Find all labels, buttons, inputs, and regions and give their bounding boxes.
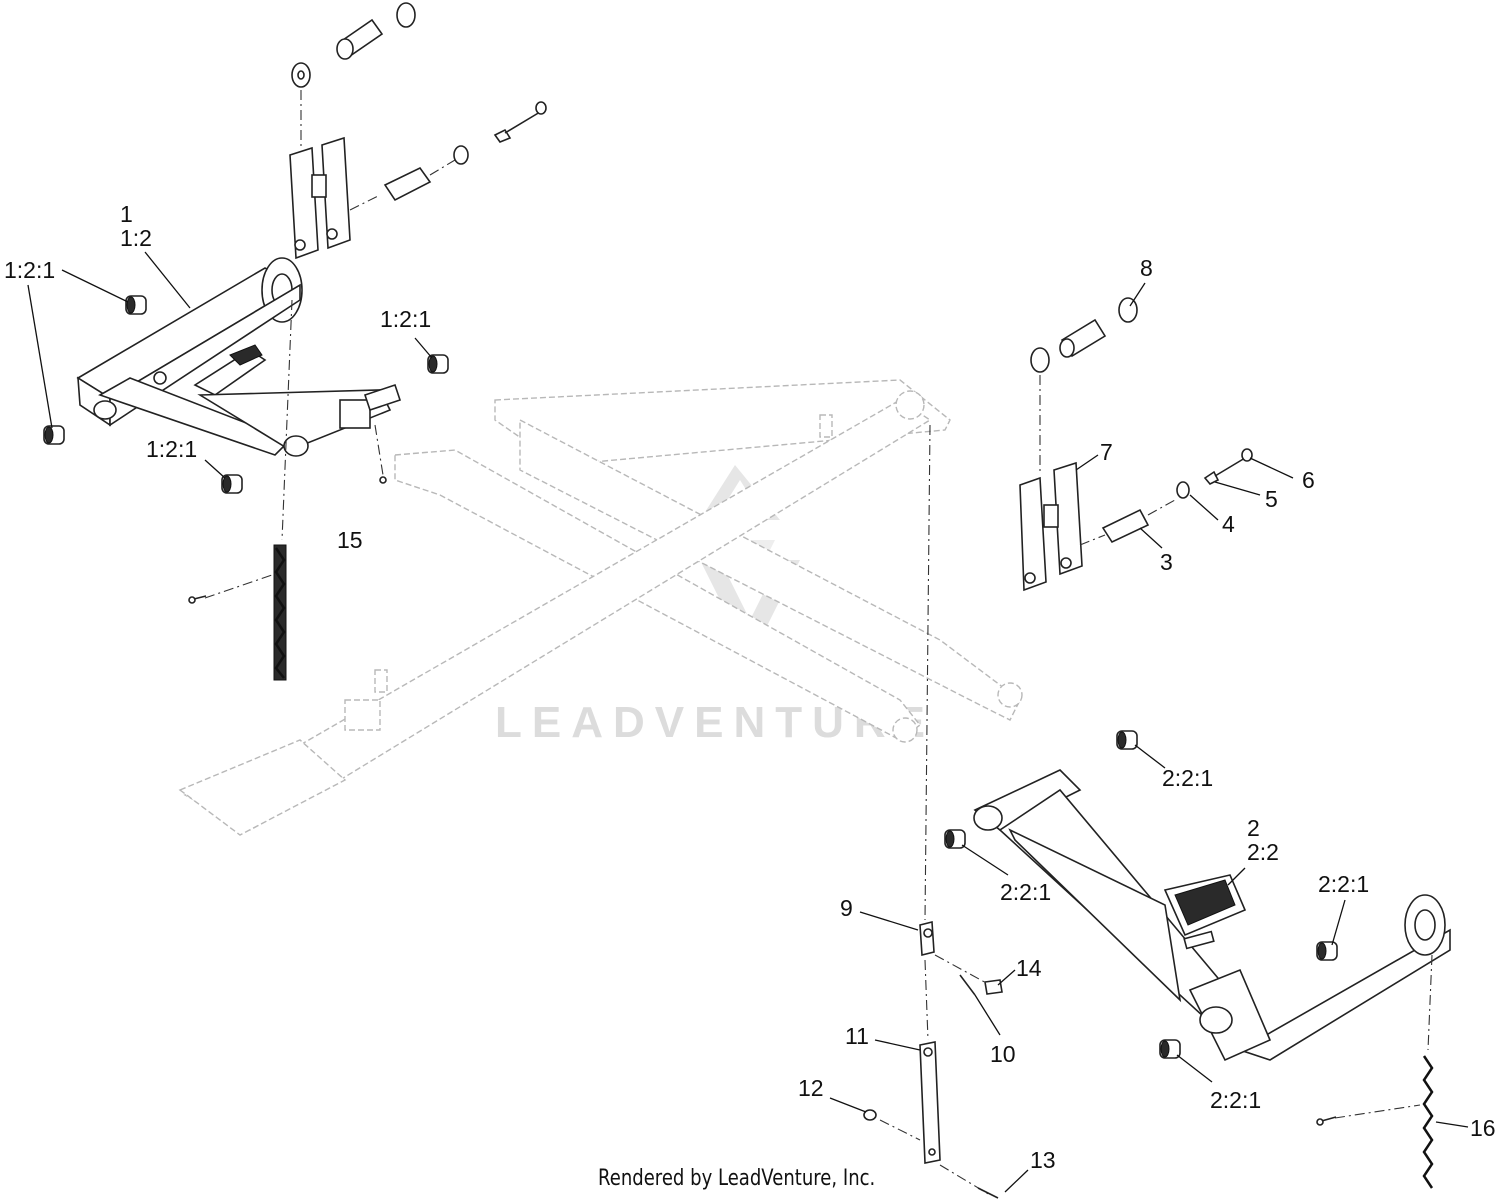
- callout-3: 3: [1160, 549, 1173, 575]
- callout-2-2: 2:2: [1247, 839, 1279, 865]
- callout-10: 10: [990, 1041, 1016, 1067]
- callout-1-2-1-bottom: 1:2:1: [146, 436, 197, 462]
- left-lift-arm: [76, 257, 402, 457]
- leader-lines: [27, 251, 1469, 1193]
- right-chain: [1316, 954, 1434, 1189]
- bushing-2-2-1-parts: [944, 730, 1338, 1059]
- left-chain: [188, 299, 387, 681]
- left-pivot-hardware: [289, 2, 547, 260]
- render-credit: Rendered by LeadVenture, Inc.: [598, 1166, 876, 1191]
- callout-16: 16: [1470, 1115, 1496, 1141]
- callout-1: 1: [120, 201, 133, 227]
- right-pivot-hardware: [1019, 297, 1253, 592]
- callout-12: 12: [798, 1075, 824, 1101]
- centerline-right: [924, 424, 931, 921]
- callout-14: 14: [1016, 955, 1042, 981]
- callout-1-2: 1:2: [120, 225, 152, 251]
- callout-2-2-1-bottom: 2:2:1: [1210, 1087, 1261, 1113]
- callout-9: 9: [840, 895, 853, 921]
- callout-5: 5: [1265, 486, 1278, 512]
- callout-4: 4: [1222, 511, 1235, 537]
- callout-15: 15: [337, 527, 363, 553]
- callout-2-2-1-right: 2:2:1: [1318, 871, 1369, 897]
- callout-7: 7: [1100, 439, 1113, 465]
- height-linkage: [863, 920, 1003, 1199]
- callout-2-2-1-top: 2:2:1: [1162, 765, 1213, 791]
- callout-11: 11: [845, 1023, 869, 1049]
- bushing-1-2-1-parts: [43, 295, 449, 494]
- callout-2: 2: [1247, 815, 1260, 841]
- right-lift-arm: [973, 769, 1451, 1062]
- callout-1-2-1-right: 1:2:1: [380, 306, 431, 332]
- callout-8: 8: [1140, 255, 1153, 281]
- callout-labels: 1 1:2 1:2:1 1:2:1 1:2:1 15 8 7 6 5 4 3 2…: [4, 201, 1496, 1173]
- callout-1-2-1-left: 1:2:1: [4, 257, 55, 283]
- callout-2-2-1-left: 2:2:1: [1000, 879, 1051, 905]
- callout-13: 13: [1030, 1147, 1056, 1173]
- callout-6: 6: [1302, 467, 1315, 493]
- deck-frame: [178, 379, 1023, 836]
